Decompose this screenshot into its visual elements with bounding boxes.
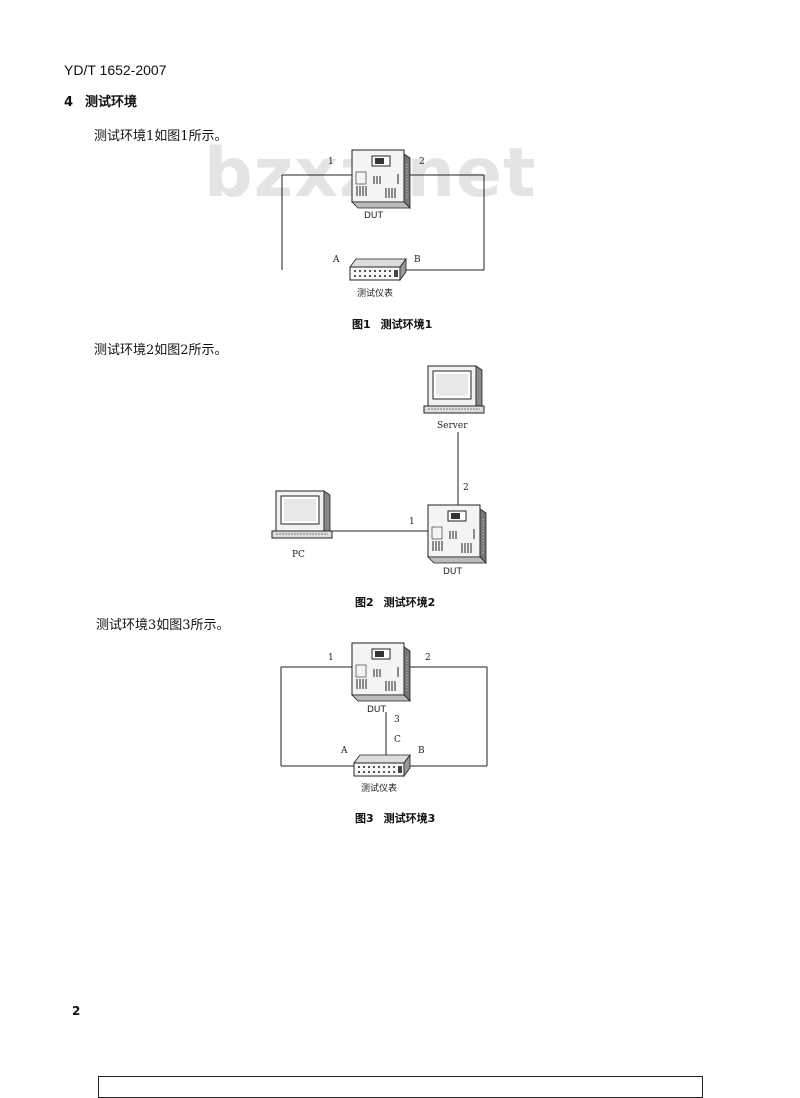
env1-intro: 测试环境1如图1所示。 (94, 129, 228, 144)
figure2-title: 测试环境2 (383, 596, 436, 609)
figure3-port1-label: 1 (328, 653, 334, 663)
figure3-dut-label: DUT (367, 705, 387, 715)
figure1-title: 测试环境1 (380, 318, 433, 331)
figure3-port-a-label: A (340, 746, 348, 756)
figure1-diagram: 1 2 DUT A B 测试仪表 (281, 149, 485, 299)
figure3-tester-label: 测试仪表 (361, 782, 397, 794)
figure1-number: 图1 (352, 318, 371, 331)
figure1-port-a-label: A (332, 255, 340, 265)
section-title: 测试环境 (85, 95, 138, 110)
section-number: 4 (64, 95, 74, 110)
figure1-tester-label: 测试仪表 (357, 287, 393, 299)
figure2-pc-label: PC (292, 550, 305, 560)
bottom-frame (98, 1076, 703, 1098)
figure1-dut-device (351, 149, 411, 209)
figure2-caption: 图2 测试环境2 (355, 594, 435, 610)
section-heading: 4 测试环境 (64, 91, 137, 110)
env2-intro: 测试环境2如图2所示。 (94, 343, 228, 358)
figure1-dut-label: DUT (364, 211, 384, 221)
figure3-number: 图3 (355, 812, 374, 825)
figure3-title: 测试环境3 (383, 812, 436, 825)
env3-intro: 测试环境3如图3所示。 (96, 618, 230, 633)
figure3-port3-label: 3 (394, 715, 400, 725)
figure1-port-b-label: B (414, 255, 421, 265)
figure1-port2-label: 2 (419, 157, 425, 167)
page-number: 2 (72, 1004, 81, 1018)
figure2-dut-device (427, 504, 487, 564)
figure1-caption: 图1 测试环境1 (352, 316, 432, 332)
figure3-dut-device (351, 642, 411, 702)
figure2-server-device (423, 365, 485, 414)
figure2-server-label: Server (437, 421, 468, 431)
figure2-port2-label: 2 (463, 483, 469, 493)
figure3-port-c-label: C (394, 735, 401, 745)
figure3-tester-device (353, 754, 411, 777)
figure3-port-b-label: B (418, 746, 425, 756)
figure3-port2-label: 2 (425, 653, 431, 663)
figure2-number: 图2 (355, 596, 374, 609)
figure1-tester-device (349, 258, 407, 281)
figure3-caption: 图3 测试环境3 (355, 810, 435, 826)
document-code: YD/T 1652-2007 (64, 62, 167, 78)
figure2-pc-device (271, 490, 333, 539)
figure2-dut-label: DUT (443, 567, 463, 577)
figure3-diagram: 1 2 DUT 3 C A B 测试仪表 (280, 642, 488, 794)
figure2-port1-label: 1 (409, 517, 415, 527)
figure1-port1-label: 1 (328, 157, 334, 167)
figure2-diagram: Server PC DUT 2 1 (271, 365, 487, 577)
